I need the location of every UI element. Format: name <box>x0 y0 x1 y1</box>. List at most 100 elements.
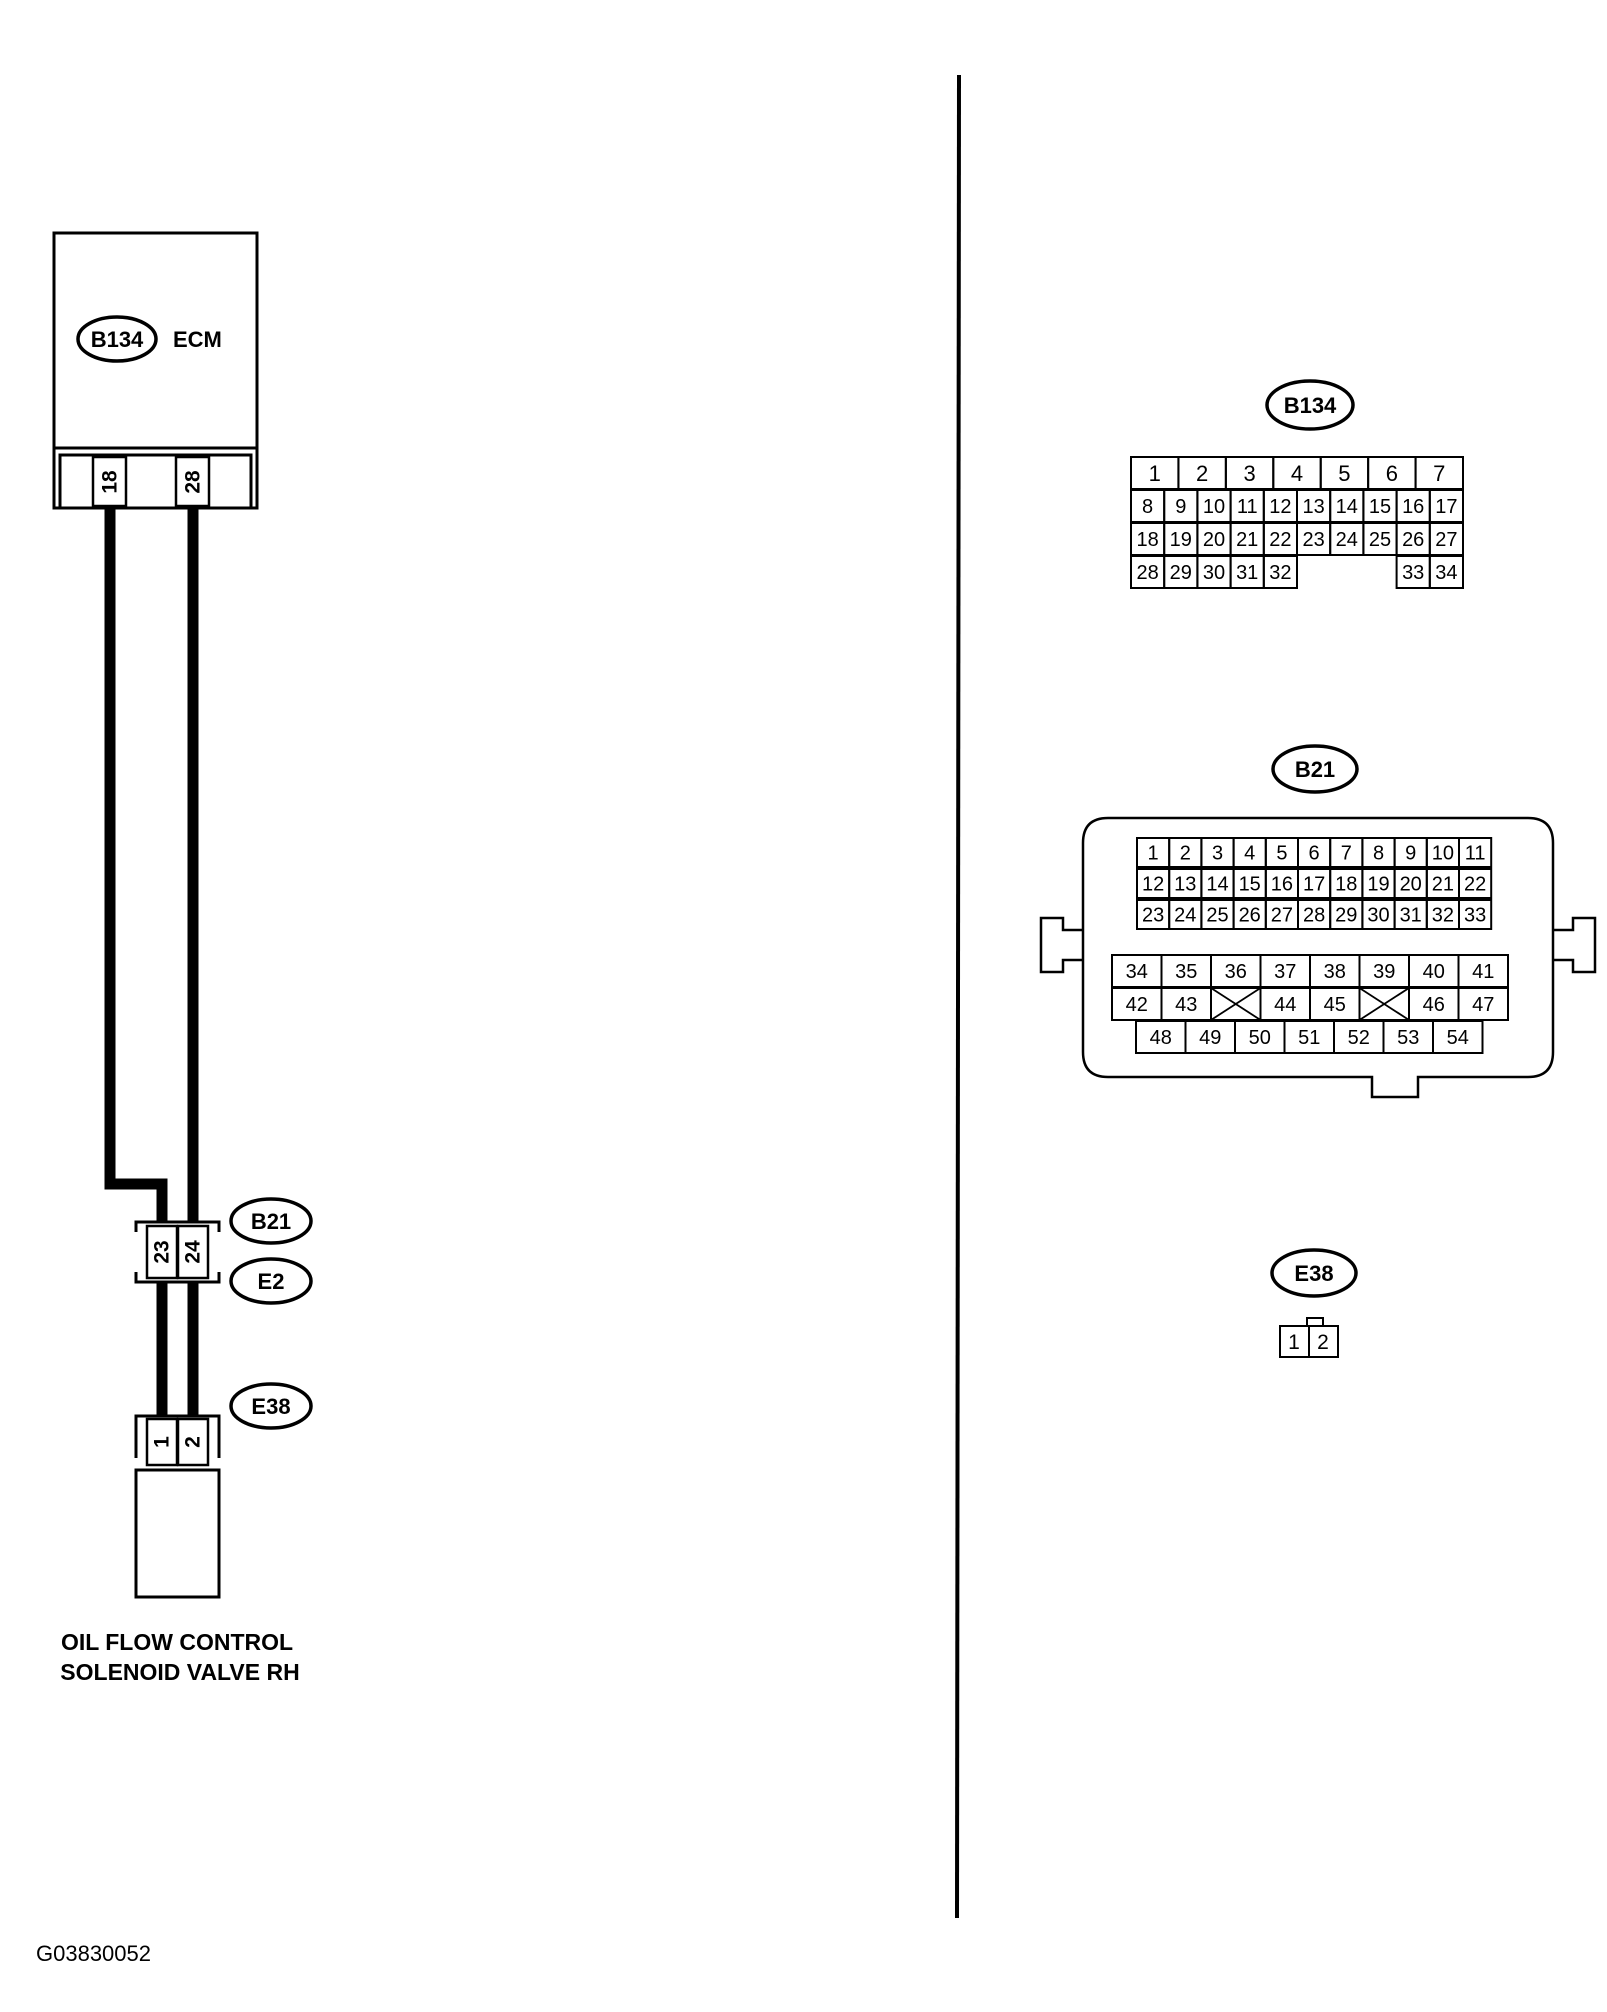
b21-pin-number: 29 <box>1335 905 1357 927</box>
b134-pin-number: 14 <box>1336 496 1358 518</box>
e38-face-label: E38 <box>1294 1261 1333 1286</box>
b21-pin-number: 11 <box>1465 843 1486 865</box>
b21-pin-number: 12 <box>1142 874 1164 896</box>
b134-pin-number: 31 <box>1236 562 1258 584</box>
joint-bracket-top <box>134 1220 221 1232</box>
b21-pin-number: 22 <box>1464 874 1486 896</box>
b21-pin-number: 21 <box>1432 874 1454 896</box>
b21-pin-number: 25 <box>1206 905 1228 927</box>
b21-pin-number: 39 <box>1373 961 1395 983</box>
solenoid-valve: 1 2 <box>134 1414 221 1599</box>
b21-pin-number: 36 <box>1225 961 1247 983</box>
b134-pin-number: 29 <box>1170 562 1192 584</box>
b21-pin-number: 49 <box>1199 1027 1221 1049</box>
b21-pin-number: 38 <box>1324 961 1346 983</box>
b21-pin-number: 27 <box>1271 905 1293 927</box>
b21-pin-number: 41 <box>1472 961 1494 983</box>
b21-housing-outline <box>1081 816 1555 1099</box>
valve-pin-1-cell <box>145 1417 179 1467</box>
b21-pin-number: 50 <box>1249 1027 1271 1049</box>
b21-pin-number: 13 <box>1174 874 1196 896</box>
valve-pin-1: 1 <box>151 1436 174 1448</box>
e38-connector-oval <box>229 1382 313 1430</box>
b21-pin-cell <box>1432 1020 1484 1054</box>
b21-pin-number: 53 <box>1397 1027 1419 1049</box>
b21-connector-id: B21 <box>251 1209 291 1234</box>
b21-pin-number: 54 <box>1447 1027 1469 1049</box>
b134-face-oval <box>1265 379 1355 431</box>
b134-pin-number: 13 <box>1302 496 1324 518</box>
ecm-connector-housing <box>58 453 253 510</box>
b21-pin-cell <box>1458 868 1493 899</box>
b134-pin-number: 27 <box>1435 529 1457 551</box>
b21-pin-number: 51 <box>1298 1027 1320 1049</box>
b134-pin-number: 1 <box>1149 461 1161 486</box>
joint-connector-b21-e2: 23 24 <box>134 1220 221 1284</box>
ecm-connector-oval <box>76 315 158 363</box>
wire-ecm18-to-b21-23 <box>104 508 168 1222</box>
b134-pin-cell <box>1428 555 1465 589</box>
ecm-unit: 18 28 <box>52 231 259 510</box>
b21-pin-number: 8 <box>1373 843 1384 865</box>
b21-pin-number: 7 <box>1341 843 1352 865</box>
ecm-pin-18-cell <box>91 455 128 508</box>
b134-pin-number: 4 <box>1291 461 1303 486</box>
b21-pin-number: 46 <box>1423 994 1445 1016</box>
b134-pin-number: 34 <box>1435 562 1457 584</box>
ecm-label: ECM <box>173 327 222 352</box>
b21-pin-number: 47 <box>1472 994 1494 1016</box>
harness-wires <box>104 508 199 1416</box>
b134-pin-number: 2 <box>1196 461 1208 486</box>
b21-pin-number: 16 <box>1271 874 1293 896</box>
valve-pin-2-cell <box>176 1417 210 1467</box>
b134-pin-number: 25 <box>1369 529 1391 551</box>
b21-pin-number: 26 <box>1239 905 1261 927</box>
b134-pin-number: 20 <box>1203 529 1225 551</box>
b134-pin-cell <box>1262 555 1299 589</box>
b134-pin-number: 16 <box>1402 496 1424 518</box>
b134-pin-number: 12 <box>1269 496 1291 518</box>
e38-latch <box>1306 1317 1324 1327</box>
b21-pin-number: 32 <box>1432 905 1454 927</box>
b21-pin-number: 18 <box>1335 874 1357 896</box>
b134-pin-number: 22 <box>1269 529 1291 551</box>
b21-pin-number: 48 <box>1150 1027 1172 1049</box>
e2-connector-id: E2 <box>258 1269 285 1294</box>
b21-pin-number: 30 <box>1367 905 1389 927</box>
b21-pin-number: 34 <box>1126 961 1148 983</box>
b21-pin-number: 44 <box>1274 994 1296 1016</box>
b134-pin-number: 32 <box>1269 562 1291 584</box>
b21-pin-number: 24 <box>1174 905 1196 927</box>
b21-pin-number: 5 <box>1276 843 1287 865</box>
b134-pin-number: 19 <box>1170 529 1192 551</box>
b134-pin-number: 8 <box>1142 496 1153 518</box>
b21-pin-number: 37 <box>1274 961 1296 983</box>
b21-pin-cell <box>1458 837 1493 868</box>
b134-pin-number: 21 <box>1236 529 1258 551</box>
e38-pin-2-cell <box>1308 1325 1339 1358</box>
valve-body <box>134 1468 221 1599</box>
b21-pin-number: 10 <box>1432 843 1454 865</box>
joint-pin-24: 24 <box>182 1240 205 1264</box>
ecm-pin-28: 28 <box>182 470 205 494</box>
b21-pin-number: 43 <box>1175 994 1197 1016</box>
b21-right-latch <box>1553 916 1597 974</box>
section-divider <box>955 74 961 1919</box>
b21-pin-number: 14 <box>1206 874 1228 896</box>
joint-bracket-bottom <box>134 1272 221 1284</box>
valve-pin-2: 2 <box>182 1436 205 1448</box>
b134-pin-number: 30 <box>1203 562 1225 584</box>
b134-pin-number: 33 <box>1402 562 1424 584</box>
e38-connector-face: 1 2 <box>1279 1317 1339 1358</box>
b134-pin-number: 17 <box>1435 496 1457 518</box>
b21-pin-number: 3 <box>1212 843 1223 865</box>
e38-pin-1: 1 <box>1288 1331 1300 1354</box>
b21-pin-number: 42 <box>1126 994 1148 1016</box>
b134-pin-number: 11 <box>1237 496 1258 518</box>
b21-pin-number: 23 <box>1142 905 1164 927</box>
b21-blank-cavity-mark <box>1210 987 1261 1021</box>
b134-pin-number: 28 <box>1136 562 1158 584</box>
b21-pin-number: 28 <box>1303 905 1325 927</box>
